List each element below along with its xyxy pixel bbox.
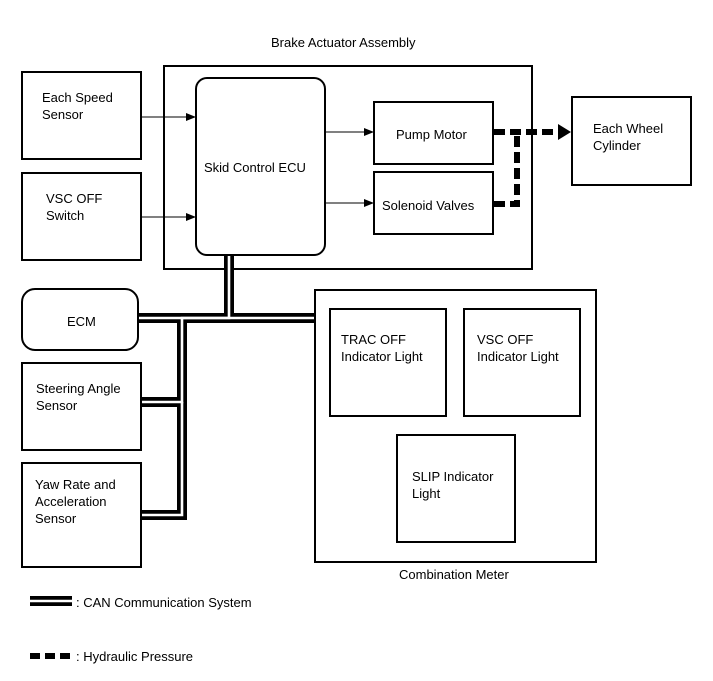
vsc-off-indicator-box: VSC OFF Indicator Light — [463, 308, 581, 417]
vsc-off-switch-box: VSC OFF Switch — [21, 172, 142, 261]
pump-motor-box: Pump Motor — [373, 101, 494, 165]
yaw-rate-sensor-label: Yaw Rate and Acceleration Sensor — [35, 477, 116, 526]
speed-sensor-box: Each Speed Sensor — [21, 71, 142, 160]
hydraulic-arrowhead — [558, 124, 571, 140]
ecm-box: ECM — [21, 288, 139, 351]
slip-indicator-label: SLIP Indicator Light — [412, 469, 494, 501]
pump-motor-label: Pump Motor — [396, 127, 467, 142]
slip-indicator-box: SLIP Indicator Light — [396, 434, 516, 543]
wheel-cylinder-box: Each Wheel Cylinder — [571, 96, 692, 186]
can-bus — [139, 256, 314, 520]
yaw-rate-sensor-box: Yaw Rate and Acceleration Sensor — [21, 462, 142, 568]
solenoid-valves-label: Solenoid Valves — [382, 198, 475, 213]
solenoid-valves-box: Solenoid Valves — [373, 171, 494, 235]
skid-control-ecu-box: Skid Control ECU — [195, 77, 326, 256]
speed-sensor-label: Each Speed Sensor — [42, 90, 113, 122]
skid-control-ecu-label: Skid Control ECU — [204, 160, 306, 175]
legend-can-label: : CAN Communication System — [76, 595, 252, 610]
steering-angle-sensor-label: Steering Angle Sensor — [36, 381, 121, 413]
diagram-title: Brake Actuator Assembly — [271, 35, 416, 50]
vsc-off-switch-label: VSC OFF Switch — [46, 191, 103, 223]
steering-angle-sensor-box: Steering Angle Sensor — [21, 362, 142, 451]
trac-off-indicator-label: TRAC OFF Indicator Light — [341, 332, 423, 364]
ecm-label: ECM — [67, 314, 96, 329]
legend-hydraulic-label: : Hydraulic Pressure — [76, 649, 194, 664]
wheel-cylinder-label: Each Wheel Cylinder — [593, 121, 664, 153]
vsc-off-indicator-label: VSC OFF Indicator Light — [477, 332, 559, 364]
combination-meter-label: Combination Meter — [399, 567, 509, 582]
trac-off-indicator-box: TRAC OFF Indicator Light — [329, 308, 447, 417]
hydraulic-line — [494, 129, 560, 207]
